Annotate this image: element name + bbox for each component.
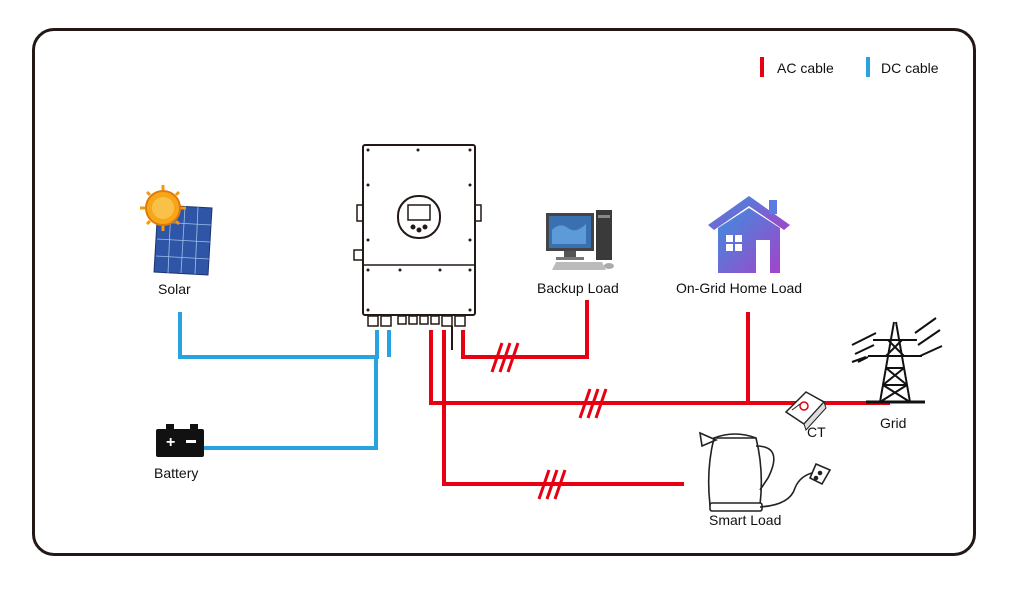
- house-icon: [708, 196, 790, 273]
- grid-label: Grid: [880, 415, 907, 431]
- diagram-frame: [32, 28, 976, 556]
- battery-label: Battery: [154, 465, 199, 481]
- ac-cables: [429, 300, 890, 486]
- hybrid-inverter-icon: [353, 144, 482, 350]
- ac-cable-smart: [442, 330, 684, 486]
- legend-ac-label: AC cable: [777, 60, 834, 76]
- on-grid-home-load-label: On-Grid Home Load: [676, 280, 803, 296]
- solar-label: Solar: [158, 281, 191, 297]
- dc-cable-solar: [178, 312, 379, 359]
- solar-panel-icon: [140, 185, 213, 276]
- ac-cable-backup: [461, 300, 589, 359]
- battery-icon: +: [156, 424, 204, 457]
- current-transformer-icon: [784, 391, 827, 431]
- ct-label: CT: [807, 424, 826, 440]
- transmission-tower-icon: [851, 317, 943, 404]
- legend-dc-label: DC cable: [881, 60, 939, 76]
- svg-text:+: +: [166, 434, 175, 451]
- dc-cables: [178, 312, 391, 450]
- legend-ac-swatch: [760, 57, 764, 77]
- desktop-computer-icon: [546, 210, 614, 270]
- backup-load-label: Backup Load: [537, 280, 619, 296]
- legend-dc-swatch: [866, 57, 870, 77]
- ac-cable-grid: [429, 330, 890, 405]
- dc-cable-battery: [204, 357, 378, 450]
- smart-load-label: Smart Load: [709, 512, 782, 528]
- electric-kettle-icon: [698, 431, 832, 512]
- cable-hash-marks: [490, 342, 608, 500]
